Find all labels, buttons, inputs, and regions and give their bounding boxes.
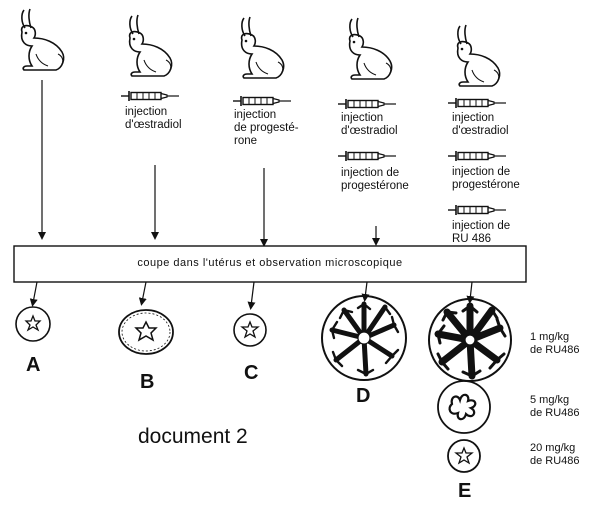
dose-label-20: 20 mg/kg de RU486 bbox=[530, 442, 580, 468]
rabbit-icon bbox=[456, 24, 501, 87]
label-line: injection bbox=[452, 112, 495, 124]
letter-d: D bbox=[356, 385, 371, 407]
rabbit-icon bbox=[20, 8, 65, 71]
label-col5c: injection de RU 486 bbox=[452, 220, 510, 246]
dose-line: de RU486 bbox=[530, 344, 580, 356]
dose-line: 5 mg/kg bbox=[530, 394, 570, 406]
label-line: injection bbox=[234, 109, 277, 121]
band-caption: coupe dans l'utérus et observation micro… bbox=[137, 257, 403, 269]
label-col5b: injection de progestérone bbox=[452, 166, 520, 192]
label-line: injection bbox=[125, 106, 168, 118]
syringe-icon bbox=[447, 204, 507, 216]
arrow bbox=[29, 281, 38, 307]
label-col2: injection d'œstradiol bbox=[125, 106, 182, 132]
label-line: injection bbox=[341, 112, 384, 124]
uterus-section-icon bbox=[428, 298, 512, 382]
dose-label-1: 1 mg/kg de RU486 bbox=[530, 331, 580, 357]
label-line: d'œstradiol bbox=[341, 125, 398, 137]
letter-c: C bbox=[244, 362, 259, 384]
syringe-icon bbox=[337, 150, 397, 162]
label-line: de progesté- bbox=[234, 122, 299, 134]
label-line: progestérone bbox=[452, 179, 520, 191]
rabbit-icon bbox=[128, 14, 173, 77]
label-line: progestérone bbox=[341, 180, 409, 192]
label-line: rone bbox=[234, 135, 258, 147]
syringe-icon bbox=[447, 97, 507, 109]
uterus-section-icon bbox=[233, 313, 267, 347]
dose-label-5: 5 mg/kg de RU486 bbox=[530, 394, 580, 420]
label-col4a: injection d'œstradiol bbox=[341, 112, 398, 138]
uterus-section-icon bbox=[447, 439, 481, 473]
syringe-icon bbox=[232, 95, 292, 107]
dose-line: de RU486 bbox=[530, 407, 580, 419]
label-line: d'œstradiol bbox=[125, 119, 182, 131]
label-line: injection de bbox=[452, 166, 511, 178]
arrow bbox=[138, 281, 147, 306]
arrow bbox=[466, 281, 475, 304]
uterus-section-icon bbox=[15, 306, 51, 342]
rabbit-icon bbox=[240, 16, 285, 79]
uterus-section-icon bbox=[321, 295, 407, 381]
uterus-section-icon bbox=[118, 309, 174, 355]
band-box bbox=[13, 245, 527, 283]
label-line: injection de bbox=[341, 167, 400, 179]
dose-line: de RU486 bbox=[530, 455, 580, 467]
label-line: d'œstradiol bbox=[452, 125, 509, 137]
label-line: RU 486 bbox=[452, 233, 491, 245]
rabbit-icon bbox=[348, 17, 393, 80]
label-col5a: injection d'œstradiol bbox=[452, 112, 509, 138]
dose-line: 1 mg/kg bbox=[530, 331, 570, 343]
uterus-section-icon bbox=[437, 380, 491, 434]
arrow bbox=[247, 281, 256, 310]
letter-e: E bbox=[458, 480, 472, 502]
letter-b: B bbox=[140, 371, 155, 393]
label-col3: injection de progesté- rone bbox=[234, 109, 299, 148]
dose-line: 20 mg/kg bbox=[530, 442, 576, 454]
document-title: document 2 bbox=[138, 425, 248, 448]
syringe-icon bbox=[337, 98, 397, 110]
label-col4b: injection de progestérone bbox=[341, 167, 409, 193]
letter-a: A bbox=[26, 354, 41, 376]
syringe-icon bbox=[447, 150, 507, 162]
label-line: injection de bbox=[452, 220, 511, 232]
syringe-icon bbox=[120, 90, 180, 102]
